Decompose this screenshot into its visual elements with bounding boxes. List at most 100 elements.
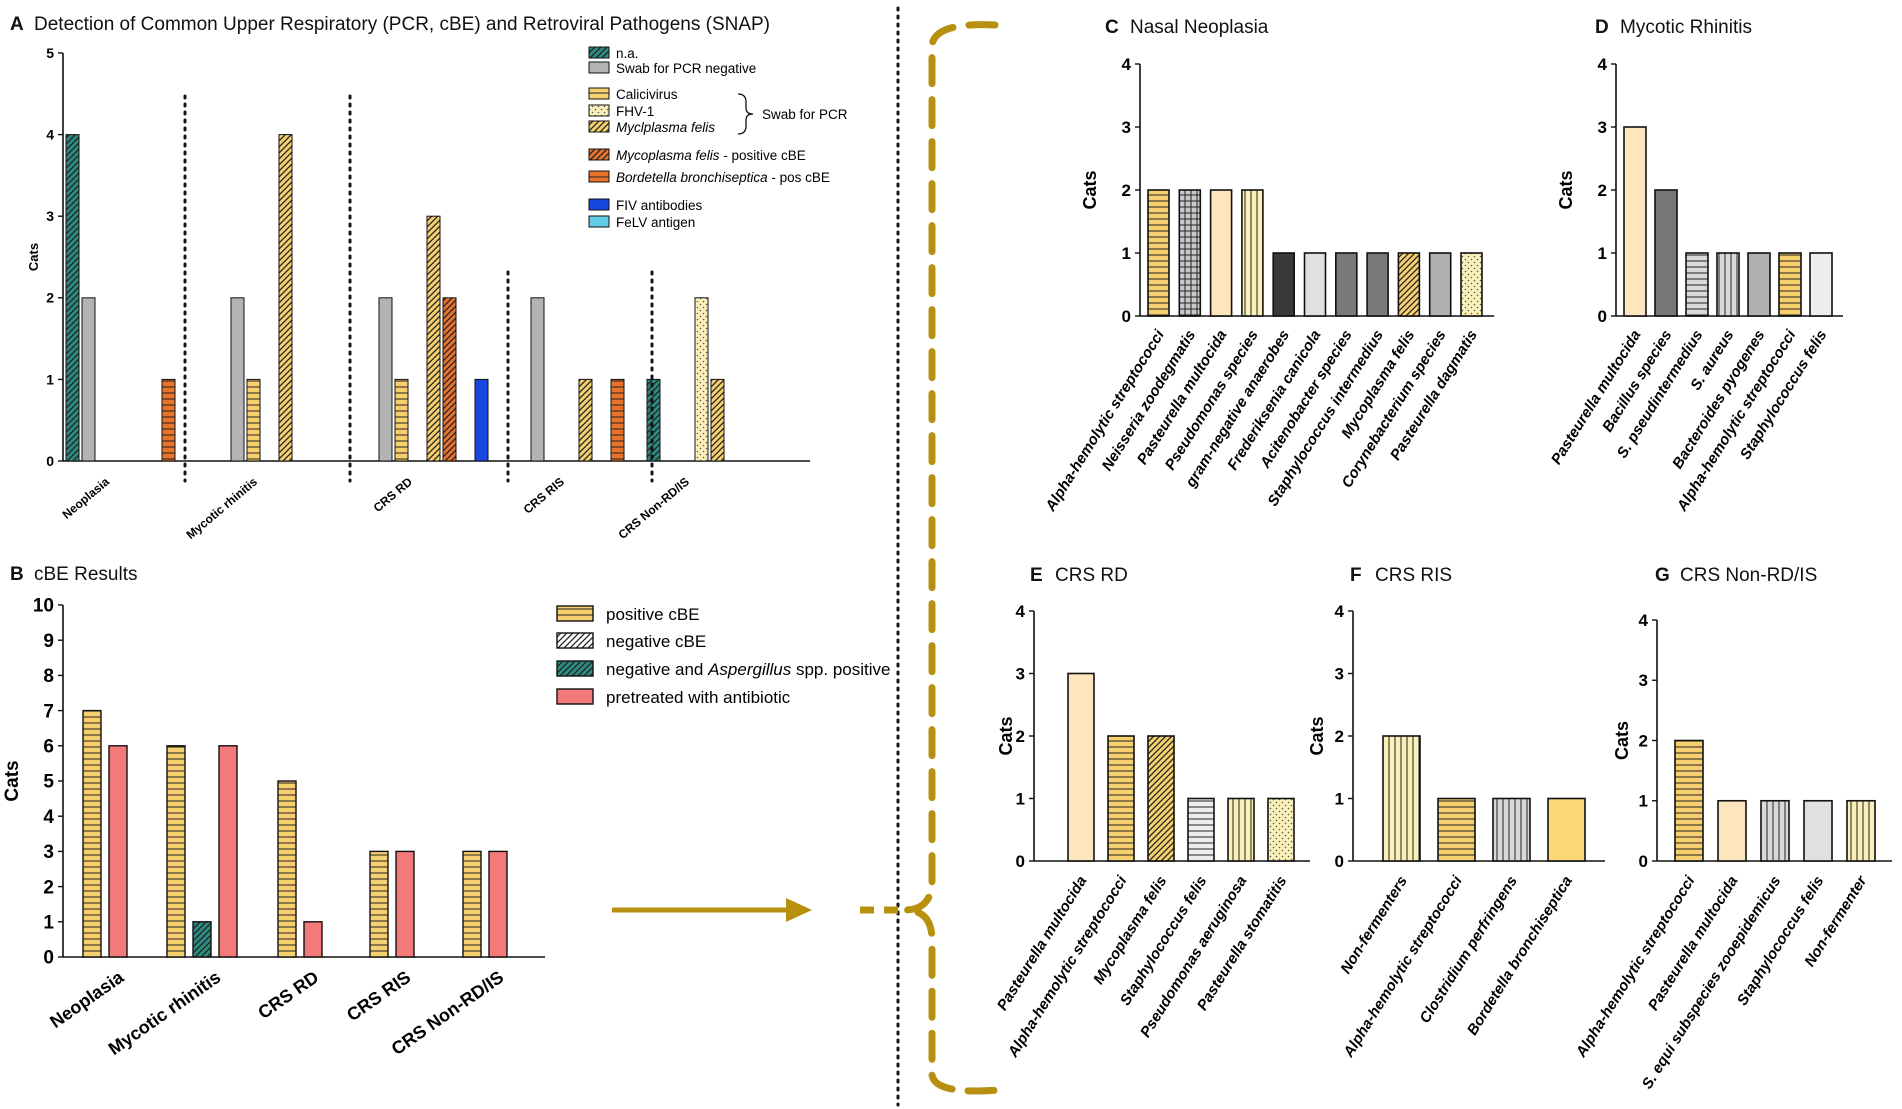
bar-pseudomonas-species <box>1241 189 1264 317</box>
legend-swatch <box>556 605 594 622</box>
y-tick-label: 4 <box>46 127 54 143</box>
y-tick-label: 1 <box>1122 244 1131 263</box>
arrow-connector <box>612 898 812 922</box>
bar-3-swab-for-pcr-negative <box>530 297 545 462</box>
y-tick-label: 4 <box>43 807 54 828</box>
y-tick-label: 4 <box>1598 55 1608 74</box>
x-tick-label: Alpha-hemolytic streptococci <box>1042 326 1169 515</box>
y-tick-label: 8 <box>43 666 54 687</box>
x-tick-label: CRS RD <box>371 474 415 515</box>
bar-alpha-hemolytic-streptococci <box>1107 735 1135 862</box>
bar-0-bordetella-bronchiseptica <box>161 378 176 462</box>
legend-label: Mycoplasma felis - positive cBE <box>616 148 806 163</box>
bar-mycoplasma-felis <box>1147 735 1175 862</box>
legend-label: negative and Aspergillus spp. positive <box>606 660 890 679</box>
panel-e-title-text: CRS RD <box>1055 565 1128 586</box>
y-tick-label: 1 <box>1598 244 1607 263</box>
y-tick-label: 2 <box>1639 731 1648 750</box>
bar-4-fhv-1 <box>694 297 709 462</box>
bar-1-swab-for-pcr-negative <box>230 297 245 462</box>
y-tick-label: 1 <box>1335 789 1344 808</box>
y-tick-label: 2 <box>1335 727 1344 746</box>
bar-pasteurella-multocida <box>1623 126 1647 317</box>
bar-bacteroides-pyogenes <box>1747 252 1771 317</box>
y-tick-label: 3 <box>1598 118 1607 137</box>
y-tick-label: 0 <box>46 453 54 469</box>
y-tick-label: 2 <box>43 877 54 898</box>
panel-e-title: E CRS RD <box>1030 565 1128 586</box>
legend-swatch <box>588 215 610 228</box>
legend-label: Swab for PCR negative <box>616 61 756 76</box>
bar-s-pseudintermedius <box>1685 252 1709 317</box>
bar-alpha-hemolytic-streptococci <box>1778 252 1802 317</box>
bar-corynebacterium-species <box>1428 252 1452 317</box>
bar-clostridium-perfringens <box>1492 797 1531 862</box>
panel-d-letter: D <box>1595 17 1609 38</box>
bar-1-pretreated-with-antibiotic <box>218 745 238 958</box>
y-axis-label: Cats <box>26 243 41 271</box>
panel-f-title: F CRS RIS <box>1350 565 1452 586</box>
bar-mycoplasma-felis <box>1397 252 1421 317</box>
y-tick-label: 6 <box>43 736 54 757</box>
legend-swatch <box>588 61 610 74</box>
legend-swatch <box>556 660 594 677</box>
legend-label: Calicivirus <box>616 87 678 102</box>
y-tick-label: 2 <box>1122 181 1131 200</box>
y-tick-label: 1 <box>46 371 54 387</box>
legend-swatch <box>588 46 610 59</box>
bar-acitenobacter-species <box>1335 252 1358 317</box>
bar-3-positive-cbe <box>369 850 389 958</box>
y-tick-label: 3 <box>1016 664 1025 683</box>
y-tick-label: 2 <box>46 290 54 306</box>
legend-label: Bordetella bronchiseptica - pos cBE <box>616 170 830 185</box>
bar-pasteurella-dagmatis <box>1460 252 1483 317</box>
panel-b-title: B cBE Results <box>10 564 137 585</box>
x-tick-label: Clostridium perfringens <box>1416 873 1521 1026</box>
y-tick-label: 0 <box>43 948 54 969</box>
panel-c-title: C Nasal Neoplasia <box>1105 17 1269 38</box>
y-tick-label: 4 <box>1639 611 1649 630</box>
bar-3-bordetella-bronchiseptica <box>610 378 625 462</box>
legend-swatch <box>588 87 610 100</box>
bar-alpha-hemolytic-streptococci <box>1674 739 1704 862</box>
bar-pasteurella-stomatitis <box>1267 797 1295 862</box>
legend-swatch <box>556 632 594 649</box>
y-tick-label: 3 <box>1335 664 1344 683</box>
y-tick-label: 7 <box>43 701 54 722</box>
panel-a-title: A Detection of Common Upper Respiratory … <box>10 14 770 35</box>
y-tick-label: 5 <box>46 45 54 61</box>
y-tick-label: 0 <box>1016 852 1025 871</box>
bar-s-aureus <box>1716 252 1740 317</box>
bar-bordetella-bronchiseptica <box>1547 797 1586 862</box>
bar-2-pretreated-with-antibiotic <box>303 921 323 958</box>
bar-2-fiv-antibodies <box>474 378 489 462</box>
legend-swatch <box>556 688 594 705</box>
y-axis-label: Cats <box>996 716 1016 755</box>
bar-staphylococcus-felis <box>1803 799 1833 862</box>
bar-2-swab-for-pcr-negative <box>378 297 393 462</box>
bar-staphylococcus-felis <box>1187 797 1215 862</box>
bar-1-calicivirus <box>246 378 261 462</box>
bar-pasteurella-multocida <box>1067 672 1095 862</box>
legend-label: n.a. <box>616 46 639 61</box>
legend-swatch <box>588 120 610 133</box>
bar-pasteurella-multocida <box>1717 799 1747 862</box>
legend-swatch <box>588 170 610 183</box>
y-tick-label: 0 <box>1335 852 1344 871</box>
panel-d-title-text: Mycotic Rhinitis <box>1620 17 1752 38</box>
y-tick-label: 2 <box>1598 181 1607 200</box>
bar-non-fermenter <box>1846 799 1876 862</box>
bar-1-myclplasma-felis <box>278 134 293 462</box>
y-tick-label: 4 <box>1016 602 1026 621</box>
legend-label: pretreated with antibiotic <box>606 688 791 707</box>
panel-b-letter: B <box>10 564 24 585</box>
y-tick-label: 3 <box>43 842 54 863</box>
bar-2-calicivirus <box>394 378 409 462</box>
legend-label: FIV antibodies <box>616 198 703 213</box>
bar-s-equi-subspecies-zooepidemicus <box>1760 799 1790 862</box>
y-tick-label: 4 <box>1122 55 1132 74</box>
